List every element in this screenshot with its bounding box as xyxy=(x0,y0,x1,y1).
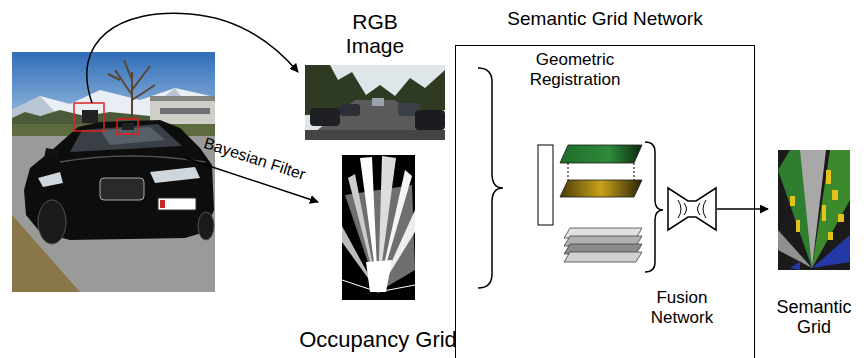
label-holder: Bayesian Filter xyxy=(192,131,317,187)
image-caption-node: RGB Image xyxy=(326,10,424,142)
windshield xyxy=(70,124,182,152)
free-ray xyxy=(378,285,415,292)
street-foreground xyxy=(305,130,445,140)
roof-sensor xyxy=(82,110,98,123)
semantic-yellow xyxy=(790,170,844,240)
free-ray xyxy=(342,280,378,292)
building-roof xyxy=(150,96,215,101)
grille xyxy=(100,178,144,200)
icon-arcs xyxy=(678,200,706,218)
annotation-label: Fusion Network xyxy=(632,288,732,327)
car-photo xyxy=(12,52,215,292)
node-title: Occupancy Grid xyxy=(299,327,457,352)
stack-layer xyxy=(564,252,642,262)
wheel xyxy=(198,212,214,240)
registration-link xyxy=(634,163,635,180)
semantic-blue xyxy=(790,262,800,270)
sensor-highlight xyxy=(117,119,138,134)
parked-car xyxy=(340,104,360,116)
registration-block xyxy=(538,145,553,225)
street-sky xyxy=(305,65,445,140)
node-title: Semantic Grid Network xyxy=(507,8,702,30)
camera-arrow xyxy=(87,13,298,103)
parked-car xyxy=(310,108,340,126)
fusion-brace xyxy=(645,142,663,272)
green-layer xyxy=(560,145,642,163)
label-holder: Geometric Registration xyxy=(510,50,640,89)
building-windows xyxy=(160,108,210,114)
layer-stack xyxy=(564,228,642,262)
label-holder: Fusion Network xyxy=(632,288,732,327)
registration-link xyxy=(568,163,569,180)
hood-line xyxy=(60,156,205,162)
annotation-label: Geometric Registration xyxy=(510,50,640,89)
parked-car xyxy=(415,110,445,130)
sensor-highlight xyxy=(74,103,104,131)
license-plate xyxy=(158,198,196,210)
annotation-label: Bayesian Filter xyxy=(192,131,317,187)
headlight xyxy=(150,167,200,183)
flow-arrow xyxy=(755,208,768,210)
input-brace xyxy=(478,68,503,288)
image-caption-node: Occupancy Grid xyxy=(299,152,457,352)
wheel xyxy=(38,200,66,244)
headlight xyxy=(38,172,63,187)
plate-mark xyxy=(160,200,165,208)
node-title: Semantic Grid xyxy=(768,297,860,338)
street-building xyxy=(372,98,384,106)
mirror xyxy=(44,148,58,158)
semantic-road xyxy=(778,230,812,268)
semantic-ground xyxy=(778,150,850,270)
output-line xyxy=(717,208,755,210)
encoder-decoder-icon xyxy=(668,188,716,230)
semantic-road xyxy=(800,150,826,268)
node-title: RGB Image xyxy=(326,10,424,58)
rgb-thumbnail xyxy=(305,65,445,140)
bare-tree xyxy=(108,60,155,125)
yellow-layer xyxy=(560,180,642,197)
occupancy-ground xyxy=(342,155,415,300)
free-area xyxy=(366,260,392,292)
occupancy-image xyxy=(342,155,415,300)
roof-sensor xyxy=(122,123,134,130)
image-caption-node: Semantic Grid xyxy=(768,148,860,338)
semantic-image xyxy=(778,150,850,270)
